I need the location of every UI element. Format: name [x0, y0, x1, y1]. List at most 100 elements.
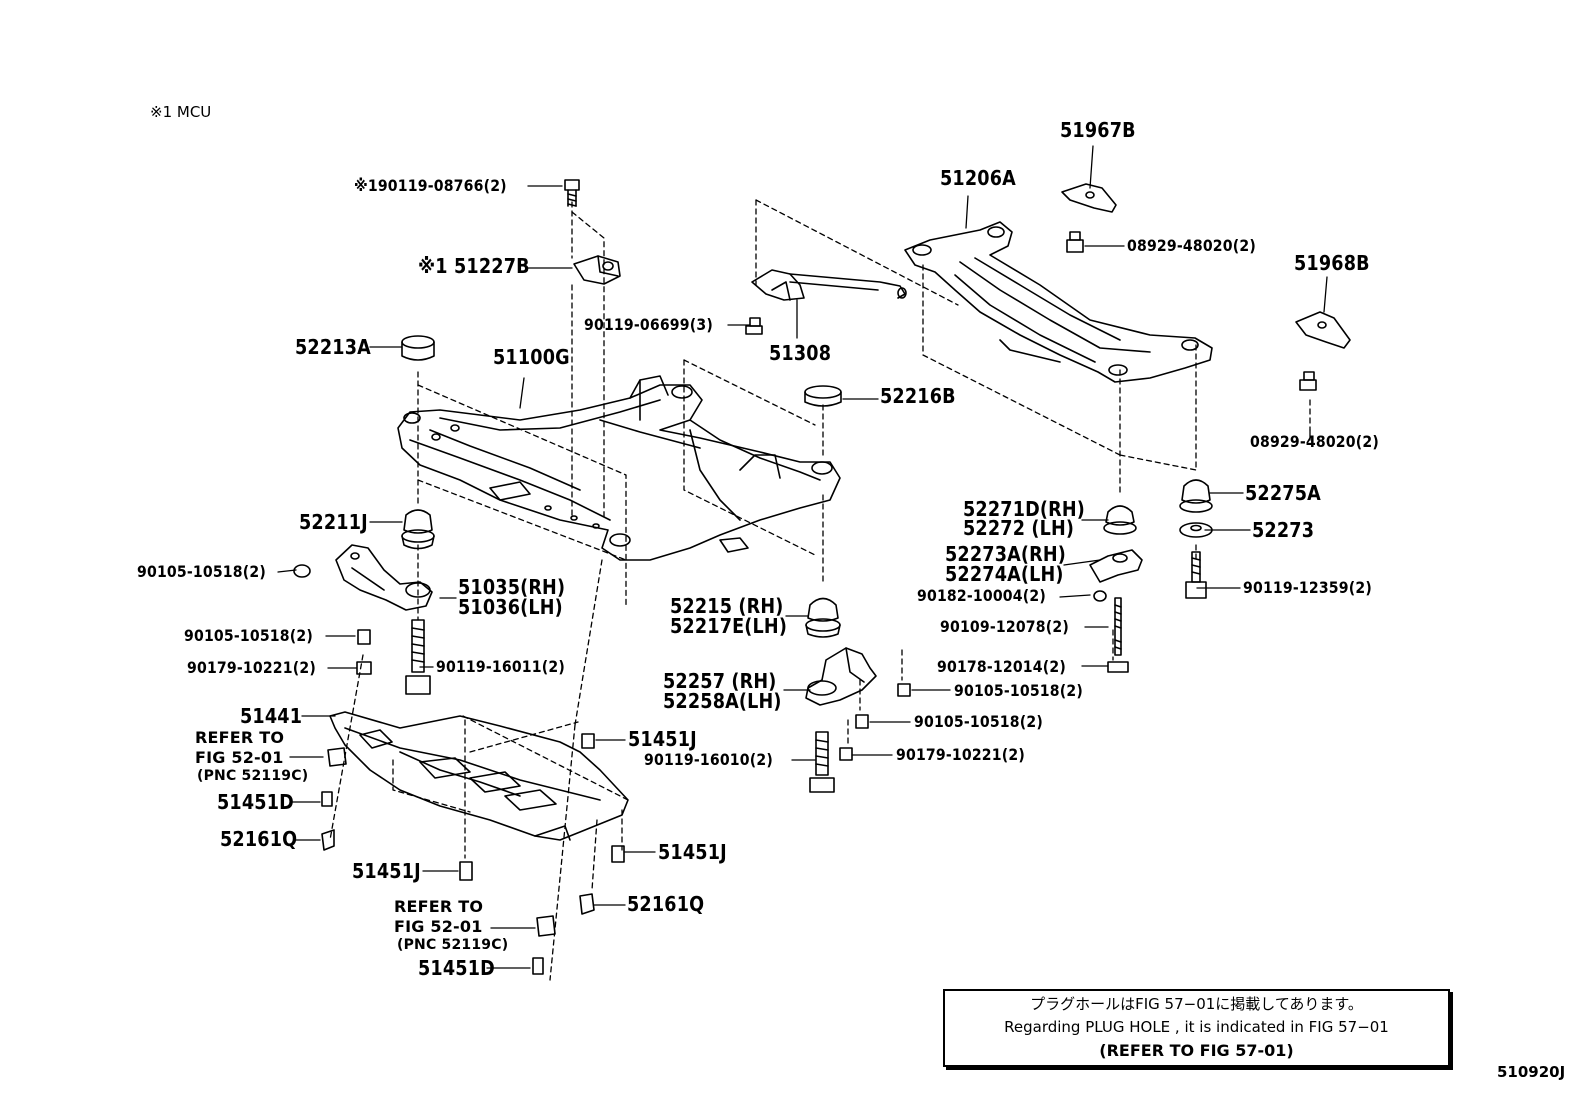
part-label-51227b: ※1 51227B	[418, 254, 530, 278]
part-label-52161q-a: 52161Q	[220, 827, 298, 851]
clip-90179-r-shape	[839, 747, 853, 761]
part-label-52272: 52272 (LH)	[963, 516, 1075, 540]
part-label-51451d-b: 51451D	[418, 956, 495, 980]
refer-pnc-label-1: (PNC 52119C)	[197, 768, 309, 784]
note-line-english: Regarding PLUG HOLE , it is indicated in…	[1004, 1018, 1389, 1036]
part-label-90105-10518-l2: 90105-10518(2)	[184, 626, 313, 645]
part-label-51451j-c: 51451J	[658, 840, 727, 864]
part-label-90119-16010: 90119-16010(2)	[644, 750, 773, 769]
part-label-52211j: 52211J	[299, 510, 368, 534]
bolt-90105-r2-shape	[855, 714, 869, 729]
bracket-51308-shape	[751, 269, 907, 301]
part-label-90119-16011: 90119-16011(2)	[436, 657, 565, 676]
part-label-51100g: 51100G	[493, 345, 570, 369]
clip-refer1-shape	[327, 747, 347, 767]
bolt-51451j-b-shape	[459, 861, 473, 881]
refer-pnc-label-2: (PNC 52119C)	[397, 937, 509, 953]
bracket-51967b-shape	[1061, 183, 1117, 213]
bolt-51451d-a-shape	[321, 791, 333, 807]
bolt-90105-l1-shape	[293, 564, 311, 578]
part-label-90119-08766: ※190119-08766(2)	[354, 176, 507, 195]
bolt-08929-a-shape	[1066, 231, 1084, 253]
bolt-51451j-c-shape	[611, 845, 625, 863]
part-label-08929-48020-b: 08929-48020(2)	[1250, 432, 1379, 451]
bracket-51968b-shape	[1295, 311, 1351, 349]
cushion-52271d-shape	[1103, 505, 1137, 535]
clip-refer2-shape	[536, 915, 556, 937]
part-label-90179-10221-l: 90179-10221(2)	[187, 658, 316, 677]
part-label-90119-06699: 90119-06699(3)	[584, 315, 713, 334]
part-label-52161q-b: 52161Q	[627, 892, 705, 916]
illustration-code: 510920J	[1497, 1063, 1566, 1081]
bolt-90119-16011-shape	[405, 619, 431, 695]
part-label-51968b: 51968B	[1294, 251, 1370, 275]
bolt-90119-08766-shape	[564, 179, 580, 207]
bracket-52273a-shape	[1089, 549, 1143, 583]
part-label-90105-10518-l1: 90105-10518(2)	[137, 562, 266, 581]
washer-52273-shape	[1179, 522, 1213, 538]
part-label-51441: 51441	[240, 704, 303, 728]
cushion-52213a-shape	[401, 335, 435, 361]
crossmember-51100g-shape	[397, 375, 841, 561]
bolt-90119-06699-shape	[745, 317, 763, 335]
cushion-52211j-shape	[401, 509, 435, 550]
bolt-08929-b-shape	[1299, 371, 1317, 391]
bolt-90105-r1-shape	[897, 683, 911, 697]
bolt-51451j-a-shape	[581, 733, 595, 749]
bolt-90105-l2-shape	[357, 629, 371, 645]
refer-to-label-1: REFER TO	[195, 728, 285, 747]
part-label-51967b: 51967B	[1060, 118, 1136, 142]
part-label-90182-10004: 90182-10004(2)	[917, 586, 1046, 605]
cushion-52216b-shape	[804, 385, 842, 407]
part-label-90179-10221-r: 90179-10221(2)	[896, 745, 1025, 764]
part-label-52271d: 52271D(RH)	[963, 497, 1085, 521]
cover-51441-shape	[329, 711, 629, 841]
bolt-90119-12359-shape	[1185, 551, 1207, 599]
part-label-90105-10518-r1: 90105-10518(2)	[954, 681, 1083, 700]
part-label-52215: 52215 (RH)	[670, 594, 784, 618]
clip-52161q-b-shape	[579, 893, 595, 915]
crossmember-51206a-shape	[904, 221, 1213, 383]
bolt-90119-16010-shape	[809, 731, 835, 793]
refer-fig-label-2: FIG 52-01	[394, 917, 483, 936]
part-label-52213a: 52213A	[295, 335, 371, 359]
leader-lines	[277, 145, 1328, 969]
note-line-japanese: プラグホールはFIG 57−01に掲載してあります。	[1030, 995, 1363, 1013]
part-label-90105-10518-r2: 90105-10518(2)	[914, 712, 1043, 731]
cushion-52275a-shape	[1179, 479, 1213, 513]
part-label-52258a: 52258A(LH)	[663, 689, 782, 713]
part-label-08929-48020-a: 08929-48020(2)	[1127, 236, 1256, 255]
part-label-51036: 51036(LH)	[458, 595, 563, 619]
part-label-51035: 51035(RH)	[458, 575, 566, 599]
part-label-52273a: 52273A(RH)	[945, 542, 1066, 566]
plug-hole-note-box: プラグホールはFIG 57−01に掲載してあります。 Regarding PLU…	[943, 989, 1450, 1067]
part-label-90109-12078: 90109-12078(2)	[940, 617, 1069, 636]
bracket-51227b-shape	[573, 255, 621, 285]
part-label-52257: 52257 (RH)	[663, 669, 777, 693]
stud-90109-shape	[1114, 597, 1122, 656]
note-line-refer: (REFER TO FIG 57-01)	[1099, 1041, 1294, 1060]
part-label-52275a: 52275A	[1245, 481, 1321, 505]
part-label-52216b: 52216B	[880, 384, 956, 408]
footnote-mcu: ※1 MCU	[150, 103, 212, 121]
part-label-51451j-a: 51451J	[628, 727, 697, 751]
part-label-51451d-a: 51451D	[217, 790, 294, 814]
part-label-52217e: 52217E(LH)	[670, 614, 788, 638]
clip-90179-l-shape	[356, 661, 372, 675]
nut-90182-shape	[1093, 590, 1107, 602]
refer-to-label-2: REFER TO	[394, 897, 484, 916]
part-label-51451j-b: 51451J	[352, 859, 421, 883]
refer-fig-label-1: FIG 52-01	[195, 748, 284, 767]
part-label-90178-12014: 90178-12014(2)	[937, 657, 1066, 676]
part-label-51206a: 51206A	[940, 166, 1016, 190]
mount-51035-shape	[335, 544, 433, 611]
dashed-guide-lines	[329, 199, 1311, 981]
mount-52257-shape	[805, 647, 877, 706]
clip-52161q-a-shape	[321, 829, 335, 851]
part-label-52273: 52273	[1252, 518, 1315, 542]
part-label-90119-12359: 90119-12359(2)	[1243, 578, 1372, 597]
nut-90178-shape	[1107, 661, 1129, 673]
part-label-52274a: 52274A(LH)	[945, 562, 1064, 586]
